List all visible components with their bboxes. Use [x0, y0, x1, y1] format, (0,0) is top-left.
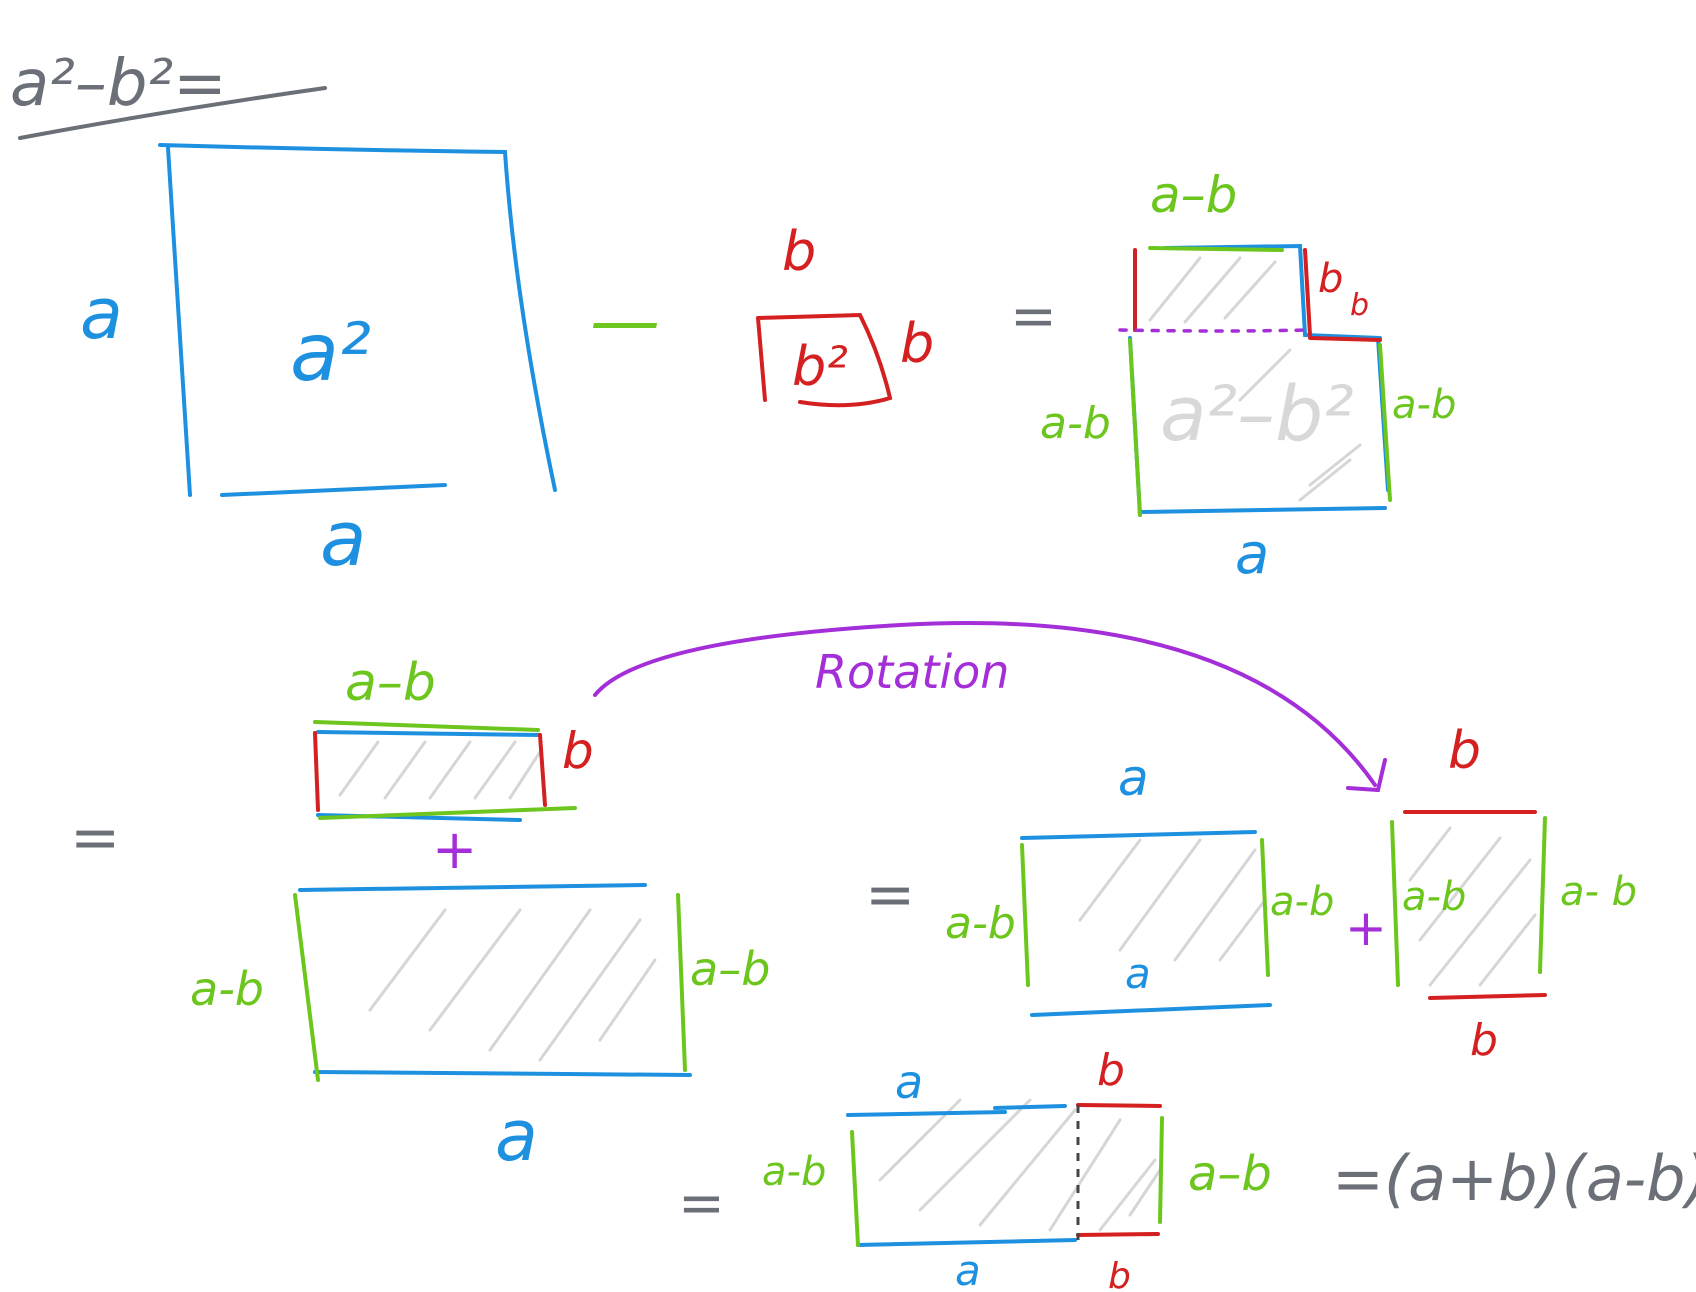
heading-underline: [18, 86, 327, 140]
rect-b-left-label: a-b: [1402, 874, 1466, 920]
equals-sign-1: =: [1010, 284, 1057, 349]
result-side-green: [1128, 338, 1392, 517]
combined-rect-hatch: [878, 1098, 1162, 1232]
strip-right-label: b: [562, 722, 594, 780]
small-square-side-right-label: b: [900, 312, 934, 375]
combined-red-edges: [1076, 1103, 1162, 1237]
result-red-edges: [1133, 248, 1382, 342]
final-formula: =(a+b)(a-b): [1332, 1142, 1696, 1215]
result-small-b2-label: b: [1350, 288, 1369, 323]
small-square-area-label: b²: [792, 335, 848, 398]
result-square-hatch: [1148, 256, 1362, 502]
combined-green-edges: [850, 1116, 1164, 1247]
rect-b-right-label: a- b: [1560, 869, 1637, 915]
result-square-group: a–b b b a-b a²–b² a-b a: [1040, 166, 1456, 587]
rect-hatch: [368, 908, 657, 1062]
combined-left-label: a-b: [762, 1149, 826, 1195]
result-left-label: a-b: [1040, 398, 1111, 449]
strip-top-label: a–b: [345, 653, 436, 713]
equals-label-3: =: [678, 1171, 725, 1236]
result-bottom-label: a: [1235, 522, 1269, 587]
rect-b-red-edges: [1403, 810, 1547, 1000]
result-dotted-cut: [1118, 328, 1307, 333]
final-result: =(a+b)(a-b): [1332, 1142, 1696, 1215]
result-small-b1-label: b: [1318, 256, 1343, 302]
small-square-side-top-label: b: [782, 220, 816, 283]
rect-group: a-b a–b a: [190, 883, 770, 1177]
rect-a-left-label: a-b: [945, 898, 1016, 949]
result-center-label: a²–b²: [1160, 369, 1354, 458]
rect-a-hatch: [1078, 838, 1267, 962]
rect-right-label: a–b: [690, 942, 770, 996]
rect-b-top-label: b: [1448, 721, 1481, 781]
big-square-outline: [158, 143, 557, 497]
heading: a²–b²=: [10, 47, 327, 140]
minus-sign: —: [590, 280, 660, 362]
combined-bottom-b-label: b: [1108, 1256, 1131, 1292]
equals-label-2: =: [70, 803, 120, 873]
rect-a-top-label: a: [1118, 749, 1149, 807]
plus-label-2: +: [1345, 899, 1387, 957]
small-square-group: b b² b: [756, 220, 934, 408]
strip-blue-edges: [316, 730, 542, 822]
result-top-label: a–b: [1150, 166, 1237, 224]
big-square-group: a a² a: [80, 143, 557, 583]
combined-rect-group: a-b a b a–b a b: [762, 1045, 1272, 1292]
rect-blue-edges: [298, 883, 692, 1077]
small-square-outline: [756, 312, 893, 408]
rect-a-right-label: a-b: [1270, 879, 1334, 925]
combined-bottom-a-label: a: [955, 1246, 981, 1292]
strip-group: a–b b: [313, 653, 594, 822]
rect-a-blue-edges: [1020, 830, 1272, 1017]
result-right-label: a-b: [1392, 382, 1456, 428]
rect-a-green-edges: [1020, 838, 1270, 987]
rect-b-green-edges: [1390, 816, 1547, 987]
rect-b-hatch: [1408, 826, 1537, 987]
rect-left-label: a-b: [190, 962, 264, 1016]
big-square-side-left-label: a: [80, 273, 123, 355]
plus-sign-1: +: [432, 818, 477, 881]
strip-green-edges: [313, 720, 577, 820]
rect-a-bottom-label: a: [1125, 949, 1151, 998]
big-square-area-label: a²: [290, 306, 371, 399]
rect-green-edges: [293, 893, 687, 1082]
plus-sign-2: +: [1345, 899, 1387, 957]
rotation-label: Rotation: [815, 645, 1009, 699]
big-square-side-bottom-label: a: [320, 494, 367, 583]
combined-blue-edges: [846, 1104, 1077, 1247]
equals-label-2b: =: [865, 860, 915, 930]
minus-label: —: [590, 280, 660, 362]
result-top-green: [1148, 246, 1284, 252]
combined-top-a-label: a: [895, 1055, 923, 1109]
rect-b-group: b a-b a- b b: [1390, 721, 1637, 1066]
strip-hatch: [338, 740, 542, 800]
combined-right-label: a–b: [1188, 1146, 1272, 1202]
rotation-arrow-group: Rotation: [593, 621, 1387, 793]
plus-label-1: +: [432, 818, 477, 881]
heading-formula: a²–b²=: [10, 47, 227, 121]
rect-a-group: a a-b a-b a: [945, 749, 1334, 1017]
dotted-equals-2: =: [70, 803, 120, 873]
equals-sign-2b: =: [865, 860, 915, 930]
rect-b-bottom-label: b: [1470, 1015, 1498, 1066]
rotation-arrow-curve: [593, 621, 1377, 787]
combined-top-b-label: b: [1097, 1045, 1125, 1096]
rect-bottom-label: a: [495, 1095, 538, 1177]
rotation-arrow-head: [1346, 758, 1387, 793]
equals-label-1: =: [1010, 284, 1057, 349]
strip-red-edges: [313, 731, 547, 812]
equals-sign-3: =: [678, 1171, 725, 1236]
